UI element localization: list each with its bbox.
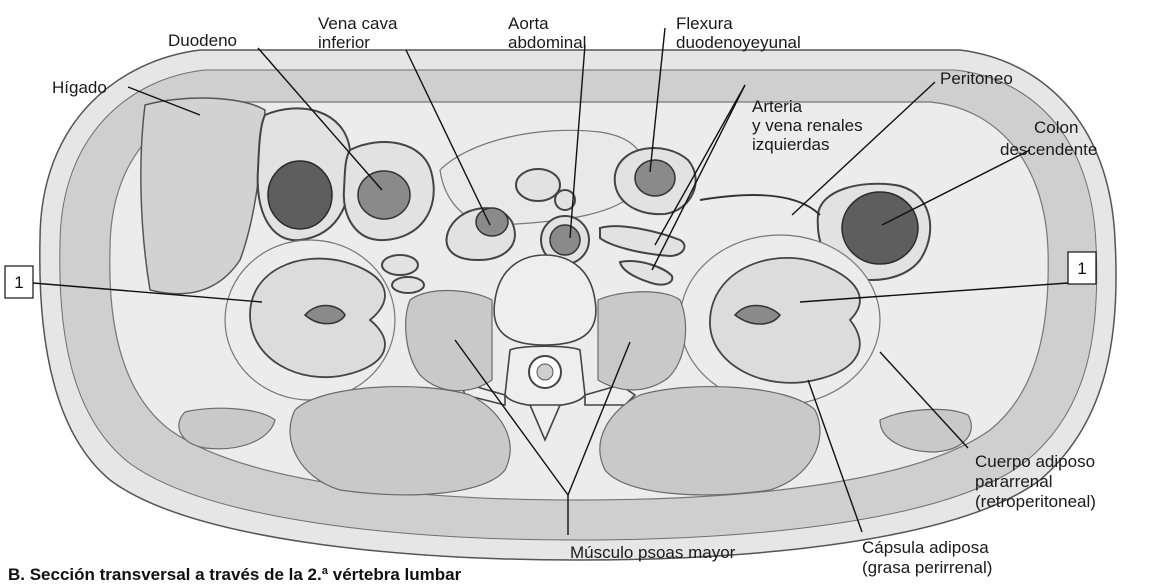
label-cuerpo-1: Cuerpo adiposo xyxy=(975,452,1095,471)
label-capsula-1: Cápsula adiposa xyxy=(862,538,989,557)
callout-right: 1 xyxy=(1068,252,1096,284)
label-flexura-2: duodenoyeyunal xyxy=(676,33,801,52)
label-arteria-3: izquierdas xyxy=(752,135,830,154)
kidney-left xyxy=(225,240,395,400)
label-colon-2: descendente xyxy=(1000,140,1097,159)
label-aorta-1: Aorta xyxy=(508,14,549,33)
label-aorta-2: abdominal xyxy=(508,33,586,52)
label-psoas: Músculo psoas mayor xyxy=(570,543,736,562)
figure-caption: B. Sección transversal a través de la 2.… xyxy=(8,565,462,584)
label-arteria-1: Arteria xyxy=(752,97,803,116)
label-peritoneo: Peritoneo xyxy=(940,69,1013,88)
label-arteria-2: y vena renales xyxy=(752,116,863,135)
label-cuerpo-3: (retroperitoneal) xyxy=(975,492,1096,511)
label-cuerpo-2: pararrenal xyxy=(975,472,1053,491)
kidney-right xyxy=(680,235,880,405)
callout-right-number: 1 xyxy=(1077,259,1086,278)
label-vena-cava-1: Vena cava xyxy=(318,14,398,33)
callout-left: 1 xyxy=(5,266,33,298)
label-colon-1: Colon xyxy=(1034,118,1078,137)
callout-left-number: 1 xyxy=(14,273,23,292)
label-duodeno: Duodeno xyxy=(168,31,237,50)
label-vena-cava-2: inferior xyxy=(318,33,370,52)
label-higado: Hígado xyxy=(52,78,107,97)
label-flexura-1: Flexura xyxy=(676,14,733,33)
label-capsula-2: (grasa perirrenal) xyxy=(862,558,992,577)
duodenojejunal-flexure xyxy=(615,148,696,214)
